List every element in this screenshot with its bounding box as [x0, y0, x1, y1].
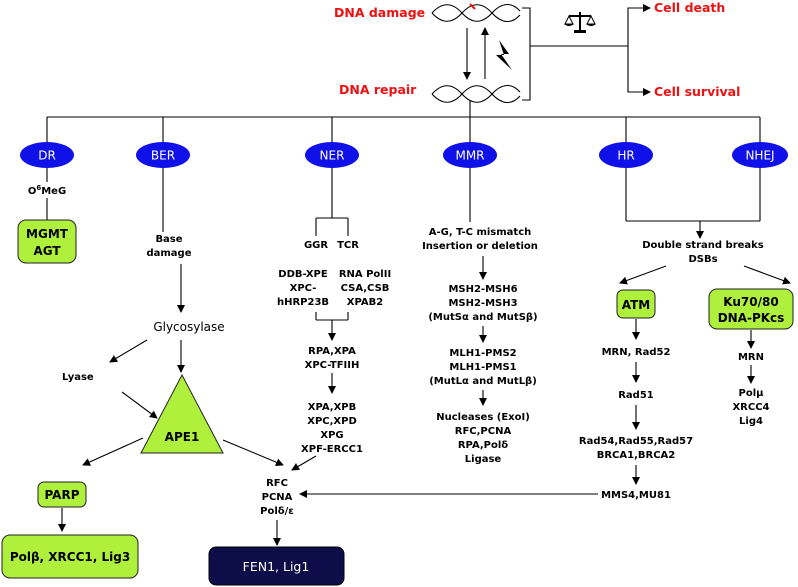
- mmr-step2: (MutLα and MutLβ): [429, 376, 537, 387]
- outcome-bracket: [627, 7, 637, 93]
- mmr-trigger: A-G, T-C mismatch: [429, 227, 532, 238]
- pol-beta-label: Polβ, XRCC1, Lig3: [10, 550, 130, 564]
- pathway-mmr-label: MMR: [455, 149, 484, 163]
- rfc-label: RFC: [266, 478, 288, 489]
- cell-death-label: Cell death: [654, 0, 725, 15]
- pathway-ber[interactable]: BER: [136, 142, 190, 168]
- dna-helix-repaired-icon: [431, 84, 521, 104]
- pathway-ber-label: BER: [151, 149, 175, 163]
- ner-step3: XPG: [320, 430, 343, 441]
- ner-step2: XPC-TFIIH: [305, 360, 360, 371]
- lyase-to-ape1-arrow: [121, 391, 158, 419]
- mgmt-agt-box: [17, 219, 77, 264]
- parp-box: [37, 481, 87, 508]
- mmr-step3: Nucleases (ExoI): [436, 412, 530, 423]
- ner-step2: RPA,XPA: [308, 346, 356, 357]
- mmr-step3: Ligase: [465, 454, 502, 465]
- mmr-step1: MSH2-MSH6: [448, 284, 517, 295]
- pathway-dr[interactable]: DR: [20, 142, 74, 168]
- fen1-lig1-label: FEN1, Lig1: [243, 559, 310, 574]
- mmr-trigger: Insertion or deletion: [422, 241, 538, 252]
- hr-step3: BRCA1,BRCA2: [597, 450, 676, 461]
- ggr-label: GGR: [304, 240, 328, 251]
- pathway-nhej-label: NHEJ: [745, 149, 774, 163]
- cell-survival-label: Cell survival: [654, 84, 740, 99]
- ape1-to-parp-arrow: [82, 437, 144, 466]
- ner-to-rfc-arrow: [291, 455, 317, 471]
- ku-dnapk-box: [708, 288, 794, 330]
- pathway-hr-label: HR: [617, 149, 634, 163]
- ggr-gene: XPC-: [290, 283, 317, 294]
- pathway-dr-label: DR: [38, 149, 56, 163]
- mmr-step1: MSH2-MSH3: [448, 298, 517, 309]
- nhej-step2: Polμ: [739, 388, 765, 399]
- mmr-step3: RFC,PCNA: [455, 426, 512, 437]
- tcr-gene: CSA,CSB: [341, 283, 390, 294]
- agt-label: AGT: [33, 244, 61, 258]
- ape1-triangle: [140, 373, 224, 454]
- ape1-label: APE1: [165, 430, 200, 444]
- pathway-ner-label: NER: [320, 149, 345, 163]
- fen1-lig1-box: [208, 546, 345, 586]
- lightning-icon: [496, 40, 512, 70]
- ner-step3: XPC,XPD: [307, 416, 357, 427]
- ggr-gene: hHRP23B: [277, 297, 329, 308]
- scales-icon: [564, 12, 596, 33]
- o6meg-label: O6MeG: [28, 184, 66, 197]
- mgmt-label: MGMT: [26, 227, 69, 241]
- tcr-label: TCR: [337, 240, 359, 251]
- dna-helix-damaged-icon: [431, 3, 521, 23]
- dsb-to-ku-arrow: [743, 265, 791, 285]
- ku-label: Ku70/80: [723, 295, 778, 309]
- base-damage-line2: damage: [146, 248, 191, 259]
- mmr-step2: MLH1-PMS1: [449, 362, 516, 373]
- ner-step3: XPF-ERCC1: [301, 444, 363, 455]
- dnapk-label: DNA-PKcs: [718, 311, 785, 325]
- atm-label: ATM: [622, 298, 650, 312]
- atm-box: [616, 289, 656, 319]
- hr-step3: Rad54,Rad55,Rad57: [579, 436, 693, 447]
- mmr-step2: MLH1-PMS2: [449, 348, 516, 359]
- nhej-mrn-label: MRN: [738, 352, 764, 363]
- pathway-hr[interactable]: HR: [599, 142, 653, 168]
- to-lyase-arrow: [109, 339, 148, 363]
- pathway-nhej[interactable]: NHEJ: [732, 142, 788, 168]
- rad51-label: Rad51: [618, 390, 654, 401]
- ggr-gene: DDB-XPE: [278, 269, 328, 280]
- mmr-step3: RPA,Polδ: [458, 440, 508, 451]
- ape1-to-rfc-arrow: [222, 439, 284, 466]
- base-damage-line1: Base: [155, 234, 182, 245]
- glycosylase-label: Glycosylase: [153, 320, 224, 334]
- pol-delta-label: Polδ/ε: [260, 506, 294, 517]
- dsb-label: Double strand breaks: [642, 240, 764, 251]
- ner-step3: XPA,XPB: [308, 402, 357, 413]
- nhej-step2: XRCC4: [732, 402, 769, 413]
- lyase-label: Lyase: [62, 372, 94, 383]
- mrn-rad52-label: MRN, Rad52: [602, 347, 671, 358]
- mmr-step1: (MutSα and MutSβ): [428, 312, 537, 323]
- pathway-ner[interactable]: NER: [305, 142, 359, 168]
- dna-damage-label: DNA damage: [334, 5, 425, 20]
- header-bracket: [522, 7, 531, 101]
- pcna-label: PCNA: [262, 492, 293, 503]
- pathway-mmr[interactable]: MMR: [443, 142, 497, 168]
- dsb-label: DSBs: [688, 254, 717, 265]
- pol-beta-box: [1, 534, 139, 579]
- tcr-gene: XPAB2: [347, 297, 383, 308]
- mms4-label: MMS4,MU81: [601, 490, 671, 501]
- parp-label: PARP: [44, 488, 79, 502]
- dsb-to-atm-arrow: [619, 265, 667, 285]
- tcr-gene: RNA PolII: [339, 269, 391, 280]
- nhej-step2: Lig4: [739, 416, 763, 427]
- dna-repair-label: DNA repair: [339, 82, 417, 97]
